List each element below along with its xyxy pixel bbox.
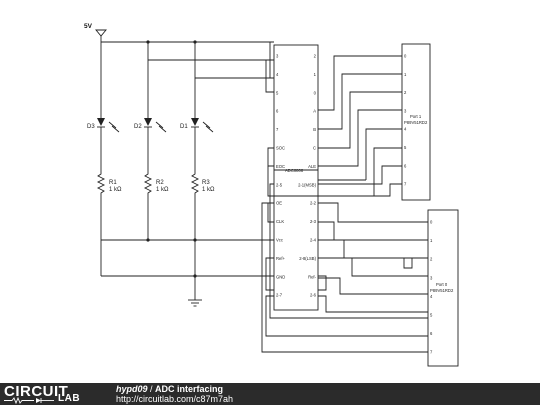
adc0808-chip: ADC0808 xyxy=(273,44,319,311)
port-pin-label: 0 xyxy=(404,54,407,59)
adc-left-pin-label: 2-5 xyxy=(276,182,283,187)
port1-chip: P89V51RD2 xyxy=(404,120,428,125)
port1-header: Port 1 P89V51RD2 xyxy=(401,43,431,201)
adc-left-pin-label: Ref+ xyxy=(276,256,286,261)
adc-right-pins: 2 1 0A B C ALE 2-1(MSB) 2-2 2-3 2-4 2-8(LSB) Ref- 2-… xyxy=(298,54,317,298)
port-pin-label: 6 xyxy=(404,163,407,168)
resistor-name-r3: R3 xyxy=(202,180,210,186)
port-pin-label: 3 xyxy=(404,108,407,113)
port0-pins: 0 1 2 3 4 5 6 7 xyxy=(430,220,433,355)
adc-left-pin-label: CLK xyxy=(276,219,284,224)
port1-label: Port 1 xyxy=(410,114,422,119)
port-pin-label: 4 xyxy=(404,127,407,132)
adc-left-pin-label: OE xyxy=(276,201,282,206)
port1-pins: 0 1 2 3 4 5 6 7 xyxy=(404,54,407,187)
adc-left-pin-label: EOC xyxy=(276,164,285,169)
circuit-trace-icon xyxy=(4,397,54,404)
adc-left-pin-label: 7 xyxy=(276,127,279,132)
adc-right-pin-label: 2-2 xyxy=(310,201,317,206)
resistor-name-r1: R1 xyxy=(109,180,117,186)
adc-right-pin-label: C xyxy=(313,146,316,151)
adc-right-pin-label: 2-1(MSB) xyxy=(298,182,317,187)
adc-left-pin-label: 3 xyxy=(276,54,279,59)
port-pin-label: 7 xyxy=(430,350,433,355)
adc-right-pin-label: Ref- xyxy=(308,274,317,279)
adc-left-pin-label: 5 xyxy=(276,90,279,95)
adc-right-pin-label: A xyxy=(313,109,316,114)
port-pin-label: 5 xyxy=(404,145,407,150)
port-pin-label: 1 xyxy=(430,238,433,243)
logo-text-lab: LAB xyxy=(58,393,81,404)
circuitlab-logo[interactable]: CIRCUIT LAB xyxy=(4,383,104,404)
adc-left-pin-label: 6 xyxy=(276,109,279,114)
adc-name: ADC0808 xyxy=(285,168,304,173)
resistor-name-r2: R2 xyxy=(156,180,164,186)
circuit-url[interactable]: http://circuitlab.com/c87m7ah xyxy=(116,394,234,404)
bus-wiring xyxy=(261,55,428,353)
port-pin-label: 3 xyxy=(430,275,433,280)
led-label-d2: D2 xyxy=(134,124,142,130)
port-pin-label: 1 xyxy=(404,72,407,77)
port-pin-label: 5 xyxy=(430,313,433,318)
logo-text-circuit: CIRCUIT xyxy=(4,383,69,400)
led-column-d3 xyxy=(96,42,120,240)
resistor-value-r2: 1 kΩ xyxy=(156,187,169,193)
adc-left-pin-label: SOC xyxy=(276,146,285,151)
adc-right-pin-label: ALE xyxy=(308,164,316,169)
adc-right-pin-label: 2-3 xyxy=(310,219,317,224)
resistor-value-r3: 1 kΩ xyxy=(202,187,215,193)
circuit-title: ADC interfacing xyxy=(155,384,224,394)
port-pin-label: 2 xyxy=(404,90,407,95)
port-pin-label: 2 xyxy=(430,257,433,262)
supply-label: 5V xyxy=(84,23,93,30)
supply-5v: 5V xyxy=(84,23,274,93)
led-label-d1: D1 xyxy=(180,124,188,130)
adc-right-pin-label: 2-8(LSB) xyxy=(299,256,316,261)
adc-right-pin-label: 0 xyxy=(314,90,317,95)
adc-right-pin-label: 1 xyxy=(314,72,317,77)
adc-left-pin-label: GND xyxy=(276,274,285,279)
circuit-meta: hypd09 / ADC interfacing http://circuitl… xyxy=(116,384,233,404)
adc-left-pin-label: 4 xyxy=(276,72,279,77)
adc-right-pin-label: 2 xyxy=(314,54,317,59)
meta-separator: / xyxy=(147,384,156,394)
ground-network xyxy=(100,238,327,307)
adc-right-pin-label: B xyxy=(313,127,316,132)
port0-header: Port 0 P89V51RD2 xyxy=(427,209,459,367)
adc-left-pin-label: Vcc xyxy=(276,238,283,243)
led-label-d3: D3 xyxy=(87,124,95,130)
port-pin-label: 6 xyxy=(430,331,433,336)
author-link[interactable]: hypd09 xyxy=(116,384,148,394)
adc-right-pin-label: 2-4 xyxy=(310,238,317,243)
port-pin-label: 4 xyxy=(430,294,433,299)
port0-chip: P89V51RD2 xyxy=(430,288,454,293)
schematic-canvas: 5V D xyxy=(84,23,459,367)
led-column-d2 xyxy=(143,42,167,240)
footer-bar: CIRCUIT LAB hypd09 / ADC interfacing htt… xyxy=(0,383,540,405)
adc-right-pin-label: 2-6 xyxy=(310,293,317,298)
led-column-d1 xyxy=(190,42,214,240)
resistor-value-r1: 1 kΩ xyxy=(109,187,122,193)
port-pin-label: 7 xyxy=(404,182,407,187)
adc-left-pin-label: 2-7 xyxy=(276,293,283,298)
port-pin-label: 0 xyxy=(430,220,433,225)
port0-label: Port 0 xyxy=(436,282,448,287)
